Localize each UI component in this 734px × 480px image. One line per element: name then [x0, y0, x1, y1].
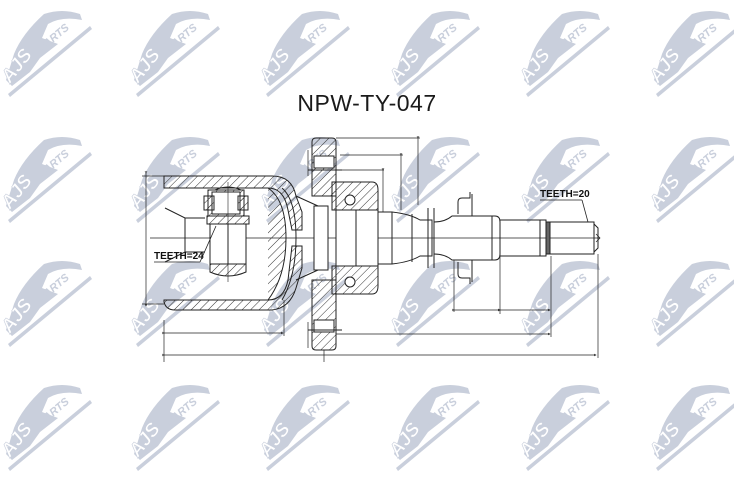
inner-teeth-label: TEETH=24 [154, 251, 204, 262]
part-number-title: NPW-TY-047 [297, 90, 437, 116]
outer-teeth-annotation: TEETH=20 [540, 189, 590, 223]
bearing [331, 181, 379, 295]
tripod-roller [203, 182, 250, 282]
outer-teeth-label: TEETH=20 [540, 189, 590, 200]
